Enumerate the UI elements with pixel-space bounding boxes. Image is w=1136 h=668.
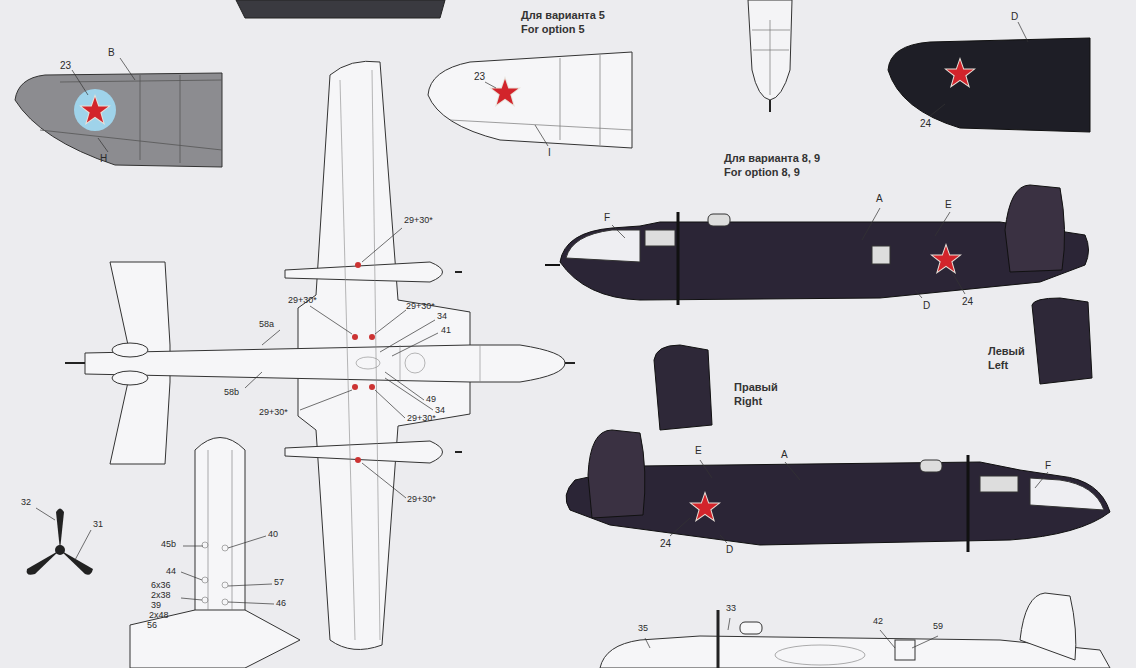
callout-number: 39 — [151, 601, 161, 611]
callout-number: 32 — [21, 498, 31, 508]
callout-letter: E — [695, 445, 702, 456]
callout-number: 33 — [726, 604, 736, 614]
callout-letter: D — [726, 544, 733, 555]
callout-number: 34 — [435, 406, 445, 416]
callout-number: 29+30* — [406, 302, 435, 312]
callout-number: 24 — [920, 118, 931, 129]
callout-number: 29+30* — [288, 296, 317, 306]
callout-letter: A — [876, 193, 883, 204]
callout-letter: D — [923, 300, 930, 311]
callout-number: 40 — [268, 530, 278, 540]
callout-number: 29+30* — [407, 495, 436, 505]
callout-letter: B — [108, 47, 115, 58]
callout-number: 29+30* — [259, 408, 288, 418]
callout-number: 34 — [437, 312, 447, 322]
callout-letter: F — [604, 212, 610, 223]
callout-letter: F — [1045, 460, 1051, 471]
callout-number: 44 — [166, 567, 176, 577]
callout-number: 49 — [426, 395, 436, 405]
callout-number: 23 — [474, 71, 485, 82]
callout-number: 45b — [161, 540, 176, 550]
callout-number: 29+30* — [404, 216, 433, 226]
callout-number: 2x48 — [149, 611, 169, 621]
callout-number: 58a — [259, 320, 274, 330]
view-label: Right — [734, 395, 762, 407]
callout-letter: D — [1011, 11, 1018, 22]
callout-letter: E — [945, 199, 952, 210]
callout-number: 2x38 — [151, 591, 171, 601]
view-label: Левый — [988, 345, 1025, 357]
view-label: Left — [988, 359, 1008, 371]
callout-number: 35 — [638, 624, 648, 634]
callout-number: 56 — [147, 621, 157, 631]
option-heading: Для варианта 5 — [521, 9, 605, 21]
callout-letter: A — [781, 449, 788, 460]
callout-number: 46 — [276, 599, 286, 609]
callout-number: 6x36 — [151, 581, 171, 591]
callout-number: 59 — [933, 622, 943, 632]
callout-number: 42 — [873, 617, 883, 627]
callout-number: 57 — [274, 578, 284, 588]
callout-number: 29+30* — [407, 414, 436, 424]
callout-number: 24 — [962, 296, 973, 307]
option-heading: For option 5 — [521, 23, 585, 35]
callout-number: 41 — [441, 326, 451, 336]
callout-letter: H — [100, 153, 107, 164]
callout-number: 31 — [93, 520, 103, 530]
callout-number: 23 — [60, 60, 71, 71]
callout-letter: I — [548, 147, 551, 158]
option-heading: For option 8, 9 — [724, 166, 800, 178]
callout-number: 58b — [224, 388, 239, 398]
view-label: Правый — [734, 381, 778, 393]
option-heading: Для варианта 8, 9 — [724, 152, 820, 164]
callout-number: 24 — [660, 538, 671, 549]
